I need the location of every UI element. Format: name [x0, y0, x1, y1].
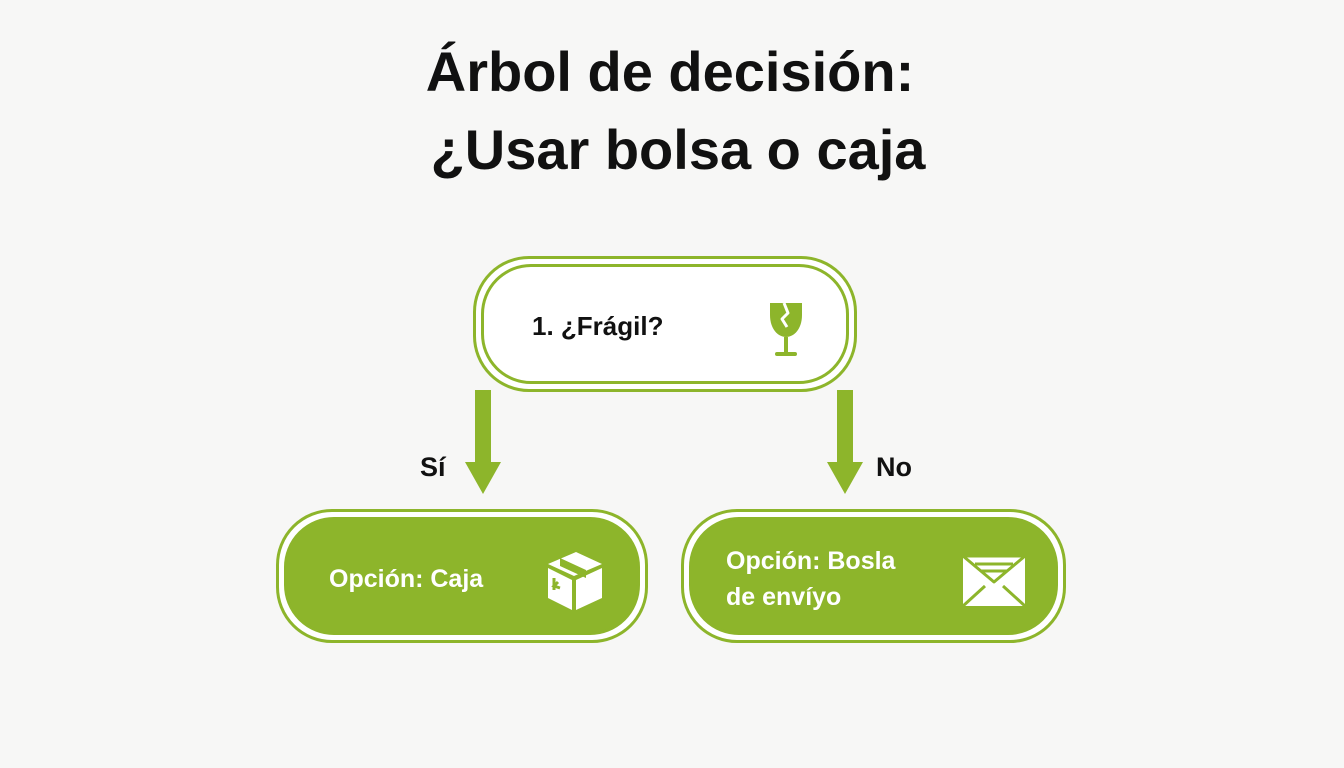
- diagram-title-line-1: Árbol de decisión:: [425, 40, 915, 103]
- no-arrow: [827, 390, 863, 494]
- envelope-icon: [961, 554, 1027, 608]
- question-label: 1. ¿Frágil?: [532, 311, 664, 341]
- diagram-title-line-2: ¿Usar bolsa o caja: [430, 118, 926, 181]
- answer-box-label: Opción: Caja: [329, 565, 484, 593]
- answer-node-box: Opción: Caja: [276, 509, 648, 643]
- answer-node-box-inner: Opción: Caja: [284, 517, 640, 635]
- question-node-inner: 1. ¿Frágil?: [481, 264, 849, 384]
- no-edge-label: No: [876, 452, 912, 482]
- yes-edge-label: Sí: [420, 452, 446, 482]
- answer-node-envelope-inner: Opción: Bosla de envíyo: [689, 517, 1058, 635]
- answer-node-envelope: Opción: Bosla de envíyo: [681, 509, 1066, 643]
- box-icon: [548, 552, 602, 610]
- answer-envelope-label: Opción: Bosla de envíyo: [726, 547, 896, 611]
- question-node: 1. ¿Frágil?: [473, 256, 857, 392]
- yes-arrow: [465, 390, 501, 494]
- fragile-glass-icon: [770, 302, 802, 356]
